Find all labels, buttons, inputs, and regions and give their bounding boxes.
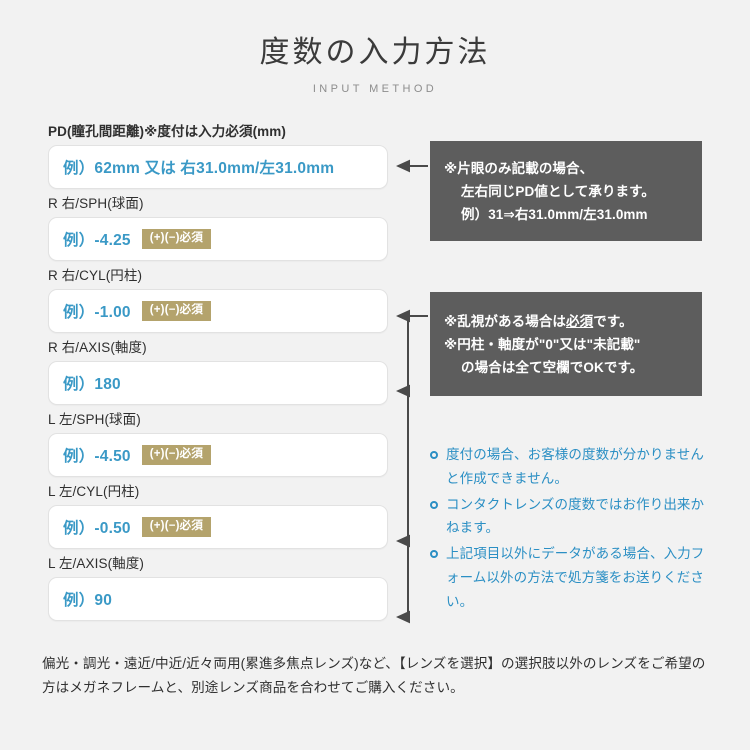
field-block-r-cyl: R 右/CYL(円柱) 例）-1.00 (+)(−)必須 [48, 264, 388, 333]
field-label-l-sph: L 左/SPH(球面) [48, 412, 141, 427]
list-item: コンタクトレンズの度数ではお作り出来かねます。 [430, 493, 712, 541]
callout-pd: ※片眼のみ記載の場合、 左右同じPD値として承ります。 例）31⇒右31.0mm… [430, 141, 702, 241]
callout-pd-line-3: 例）31⇒右31.0mm/左31.0mm [461, 207, 648, 223]
field-block-l-axis: L 左/AXIS(軸度) 例）90 [48, 552, 388, 621]
field-label-l-cyl: L 左/CYL(円柱) [48, 484, 140, 499]
page-header: 度数の入力方法 INPUT METHOD [0, 0, 750, 95]
required-badge-l-sph: (+)(−)必須 [141, 445, 212, 465]
field-input-l-sph[interactable]: 例）-4.50 (+)(−)必須 [48, 433, 388, 477]
callout-cyl-line-1-post: です。 [593, 314, 633, 329]
note-text: 度付の場合、お客様の度数が分かりませんと作成できません。 [446, 447, 704, 486]
bullet-circle-icon [430, 500, 438, 509]
field-input-r-axis[interactable]: 例）180 [48, 361, 388, 405]
list-item: 度付の場合、お客様の度数が分かりませんと作成できません。 [430, 443, 712, 491]
field-value-l-cyl: 例）-0.50 [63, 520, 131, 537]
field-input-l-cyl[interactable]: 例）-0.50 (+)(−)必須 [48, 505, 388, 549]
callout-cyl-axis: ※乱視がある場合は必須です。 ※円柱・軸度が"0"又は"未記載" の場合は全て空… [430, 292, 702, 396]
notes-list: 度付の場合、お客様の度数が分かりませんと作成できません。 コンタクトレンズの度数… [430, 443, 712, 615]
page-subtitle: INPUT METHOD [312, 82, 438, 95]
footer-note: 偏光・調光・遠近/中近/近々両用(累進多焦点レンズ)など、【レンズを選択】の選択… [42, 656, 706, 696]
callout-pd-line-2: 左右同じPD値として承ります。 [461, 184, 655, 200]
field-input-r-cyl[interactable]: 例）-1.00 (+)(−)必須 [48, 289, 388, 333]
field-label-l-axis: L 左/AXIS(軸度) [48, 556, 144, 571]
field-block-r-sph: R 右/SPH(球面) 例）-4.25 (+)(−)必須 [48, 192, 388, 261]
required-badge-l-cyl: (+)(−)必須 [141, 517, 212, 537]
field-label-r-cyl: R 右/CYL(円柱) [48, 268, 143, 283]
bullet-circle-icon [430, 550, 438, 558]
field-input-l-axis[interactable]: 例）90 [48, 577, 388, 621]
bullet-circle-icon [430, 451, 438, 459]
field-label-r-axis: R 右/AXIS(軸度) [48, 340, 147, 355]
field-input-pd[interactable]: 例）62mm 又は 右31.0mm/左31.0mm [48, 145, 388, 189]
list-item: 上記項目以外にデータがある場合、入力フォーム以外の方法で処方箋をお送りください。 [430, 542, 712, 613]
page-title: 度数の入力方法 [259, 36, 491, 69]
callout-cyl-line-1-pre: ※乱視がある場合は [444, 314, 567, 329]
required-badge-r-sph: (+)(−)必須 [141, 229, 212, 249]
prescription-form: PD(瞳孔間距離)※度付は入力必須(mm) 例）62mm 又は 右31.0mm/… [48, 120, 388, 624]
field-value-r-sph: 例）-4.25 [63, 232, 131, 249]
field-block-l-cyl: L 左/CYL(円柱) 例）-0.50 (+)(−)必須 [48, 480, 388, 549]
note-text: 上記項目以外にデータがある場合、入力フォーム以外の方法で処方箋をお送りください。 [446, 546, 705, 609]
callout-cyl-line-2: ※円柱・軸度が"0"又は"未記載" [444, 337, 641, 353]
field-value-pd: 例）62mm 又は 右31.0mm/左31.0mm [63, 160, 335, 177]
callout-cyl-line-1: ※乱視がある場合は必須です。 [444, 310, 688, 333]
callout-cyl-line-1-underline: 必須 [566, 314, 594, 329]
required-badge-r-cyl: (+)(−)必須 [141, 301, 212, 321]
field-block-l-sph: L 左/SPH(球面) 例）-4.50 (+)(−)必須 [48, 408, 388, 477]
field-block-pd: PD(瞳孔間距離)※度付は入力必須(mm) 例）62mm 又は 右31.0mm/… [48, 120, 388, 189]
field-label-r-sph: R 右/SPH(球面) [48, 196, 144, 211]
callout-pd-line-1: ※片眼のみ記載の場合、 [444, 161, 594, 176]
field-input-r-sph[interactable]: 例）-4.25 (+)(−)必須 [48, 217, 388, 261]
field-value-r-cyl: 例）-1.00 [63, 304, 131, 321]
note-text: コンタクトレンズの度数ではお作り出来かねます。 [446, 496, 705, 536]
field-value-r-axis: 例）180 [63, 376, 121, 393]
field-value-l-axis: 例）90 [63, 592, 113, 609]
callout-cyl-line-3: の場合は全て空欄でOKです。 [461, 360, 644, 376]
field-value-l-sph: 例）-4.50 [63, 448, 131, 465]
field-label-pd: PD(瞳孔間距離)※度付は入力必須(mm) [48, 124, 286, 139]
field-block-r-axis: R 右/AXIS(軸度) 例）180 [48, 336, 388, 405]
